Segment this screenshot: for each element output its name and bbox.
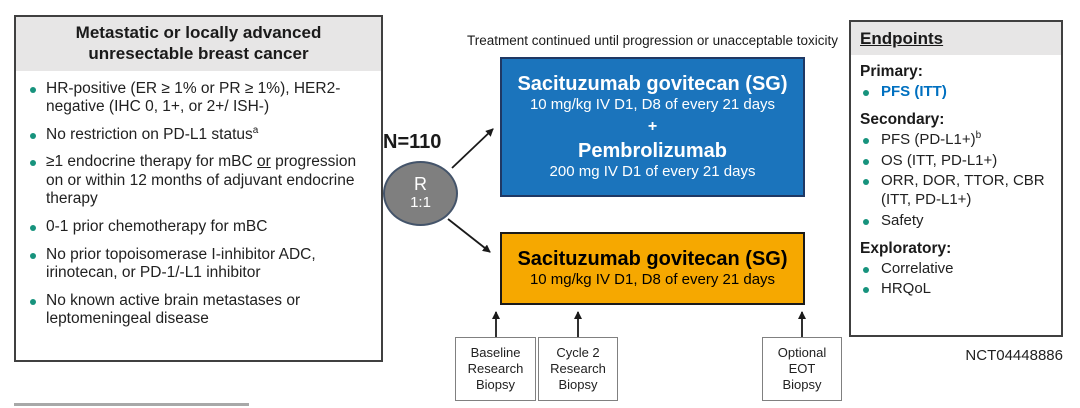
endpoint-item: Safety bbox=[860, 212, 1055, 231]
cycle2-biopsy-box: Cycle 2 Research Biopsy bbox=[538, 337, 618, 401]
randomization-ratio-label: 1:1 bbox=[410, 194, 431, 212]
eligibility-item-text: No known active brain metastases or lept… bbox=[46, 291, 301, 328]
endpoints-box: Endpoints Primary: PFS (ITT) Secondary: … bbox=[849, 20, 1063, 337]
bullet-dot-icon bbox=[30, 225, 36, 232]
bullet-dot-icon bbox=[863, 90, 869, 96]
exploratory-endpoint-text: Correlative bbox=[881, 259, 954, 277]
bullet-dot-icon bbox=[863, 137, 869, 144]
bullet-dot-icon bbox=[863, 266, 869, 273]
secondary-endpoint-text: Safety bbox=[881, 211, 924, 229]
primary-label: Primary: bbox=[860, 63, 923, 80]
eligibility-title: Metastatic or locally advanced unresecta… bbox=[16, 17, 381, 71]
bullet-dot-icon bbox=[863, 218, 869, 225]
treatment-duration-note: Treatment continued until progression or… bbox=[467, 33, 838, 48]
endpoint-item: PFS (ITT) bbox=[860, 83, 1055, 102]
bullet-dot-icon bbox=[863, 158, 869, 165]
eligibility-item-text: No prior topoisomerase I-inhibitor ADC, … bbox=[46, 245, 316, 282]
eligibility-item: HR-positive (ER ≥ 1% or PR ≥ 1%), HER2-n… bbox=[28, 80, 371, 117]
endpoint-item: PFS (PD-L1+)b bbox=[860, 129, 1055, 150]
secondary-endpoint-text: PFS (PD-L1+)b bbox=[881, 129, 982, 148]
eligibility-box: Metastatic or locally advanced unresecta… bbox=[14, 15, 383, 362]
secondary-endpoint-text: OS (ITT, PD-L1+) bbox=[881, 151, 998, 169]
arm-a-drug2: Pembrolizumab bbox=[578, 140, 727, 162]
bullet-dot-icon bbox=[30, 160, 36, 167]
secondary-label: Secondary: bbox=[860, 110, 945, 128]
arm-a-box: Sacituzumab govitecan (SG) 10 mg/kg IV D… bbox=[500, 57, 805, 197]
arm-a-drug1: Sacituzumab govitecan (SG) bbox=[517, 73, 788, 95]
bullet-dot-icon bbox=[30, 298, 36, 305]
eot-biopsy-box: Optional EOT Biopsy bbox=[762, 337, 842, 401]
bullet-dot-icon bbox=[863, 287, 869, 294]
bullet-dot-icon bbox=[30, 86, 36, 93]
endpoint-item: Correlative bbox=[860, 260, 1055, 279]
eligibility-item-text: HR-positive (ER ≥ 1% or PR ≥ 1%), HER2-n… bbox=[46, 79, 341, 116]
eligibility-item: No prior topoisomerase I-inhibitor ADC, … bbox=[28, 246, 371, 283]
eligibility-item: No restriction on PD-L1 statusa bbox=[28, 124, 371, 145]
eligibility-item: 0-1 prior chemotherapy for mBC bbox=[28, 218, 371, 237]
endpoint-item: HRQoL bbox=[860, 280, 1055, 299]
bullet-dot-icon bbox=[863, 179, 869, 186]
arm-b-drug1: Sacituzumab govitecan (SG) bbox=[517, 248, 788, 270]
eligibility-item: ≥1 endocrine therapy for mBC or progress… bbox=[28, 153, 371, 209]
sample-size-label: N=110 bbox=[383, 131, 442, 153]
footnote-remnant-line bbox=[14, 403, 249, 406]
eligibility-list: HR-positive (ER ≥ 1% or PR ≥ 1%), HER2-n… bbox=[16, 71, 381, 330]
exploratory-endpoint-text: HRQoL bbox=[881, 280, 932, 298]
endpoint-item: OS (ITT, PD-L1+) bbox=[860, 152, 1055, 171]
randomization-circle: R 1:1 bbox=[383, 161, 458, 226]
arm-b-box: Sacituzumab govitecan (SG) 10 mg/kg IV D… bbox=[500, 232, 805, 305]
secondary-endpoint-text: ORR, DOR, TTOR, CBR (ITT, PD-L1+) bbox=[881, 172, 1045, 208]
eligibility-item-text: 0-1 prior chemotherapy for mBC bbox=[46, 218, 268, 236]
baseline-biopsy-box: Baseline Research Biopsy bbox=[455, 337, 536, 401]
arm-b-dose1: 10 mg/kg IV D1, D8 of every 21 days bbox=[529, 271, 776, 288]
endpoint-item: ORR, DOR, TTOR, CBR (ITT, PD-L1+) bbox=[860, 172, 1055, 210]
bullet-dot-icon bbox=[30, 132, 36, 139]
plus-sign: + bbox=[647, 118, 658, 135]
primary-endpoint-text: PFS (ITT) bbox=[881, 83, 947, 100]
bullet-dot-icon bbox=[30, 252, 36, 259]
arrow-to-arm-a bbox=[451, 128, 494, 169]
randomization-r-label: R bbox=[414, 174, 427, 195]
nct-number: NCT04448886 bbox=[965, 347, 1063, 364]
exploratory-label: Exploratory: bbox=[860, 239, 952, 257]
footnote-marker-a: a bbox=[252, 124, 259, 136]
arrow-to-arm-b bbox=[447, 218, 491, 253]
arm-a-dose2: 200 mg IV D1 of every 21 days bbox=[549, 163, 756, 180]
eligibility-item-text: ≥1 endocrine therapy for mBC or progress… bbox=[46, 153, 357, 208]
eligibility-item: No known active brain metastases or lept… bbox=[28, 292, 371, 329]
eligibility-item-text: No restriction on PD-L1 statusa bbox=[46, 124, 259, 143]
footnote-marker-b: b bbox=[975, 129, 982, 141]
endpoints-title: Endpoints bbox=[851, 22, 1061, 55]
endpoints-body: Primary: PFS (ITT) Secondary: PFS (PD-L1… bbox=[851, 55, 1061, 299]
arm-a-dose1: 10 mg/kg IV D1, D8 of every 21 days bbox=[529, 96, 776, 113]
